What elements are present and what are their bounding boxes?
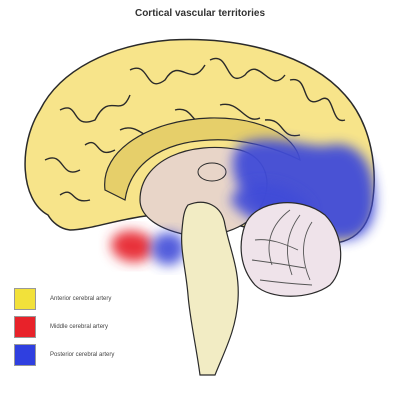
legend-label-middle: Middle cerebral artery bbox=[50, 324, 109, 330]
gyri-lines bbox=[44, 57, 346, 202]
diagram-title: Cortical vascular territories bbox=[134, 8, 266, 19]
legend-label-posterior: Posterior cerebral artery bbox=[50, 352, 115, 358]
legend-item-posterior: Posterior cerebral artery bbox=[14, 344, 114, 366]
legend-item-middle: Middle cerebral artery bbox=[14, 316, 108, 338]
brainstem bbox=[181, 201, 239, 376]
middle-territory bbox=[111, 230, 154, 262]
thalamus-outline bbox=[197, 162, 227, 182]
cerebellum bbox=[240, 202, 342, 297]
legend-swatch-posterior bbox=[14, 344, 36, 366]
legend-swatch-anterior bbox=[14, 288, 36, 310]
posterior-temporal-patch bbox=[151, 232, 185, 266]
legend-label-anterior: Anterior cerebral artery bbox=[50, 296, 112, 302]
legend-swatch-middle bbox=[14, 316, 36, 338]
legend-item-anterior: Anterior cerebral artery bbox=[14, 288, 111, 310]
posterior-territory bbox=[232, 139, 375, 241]
